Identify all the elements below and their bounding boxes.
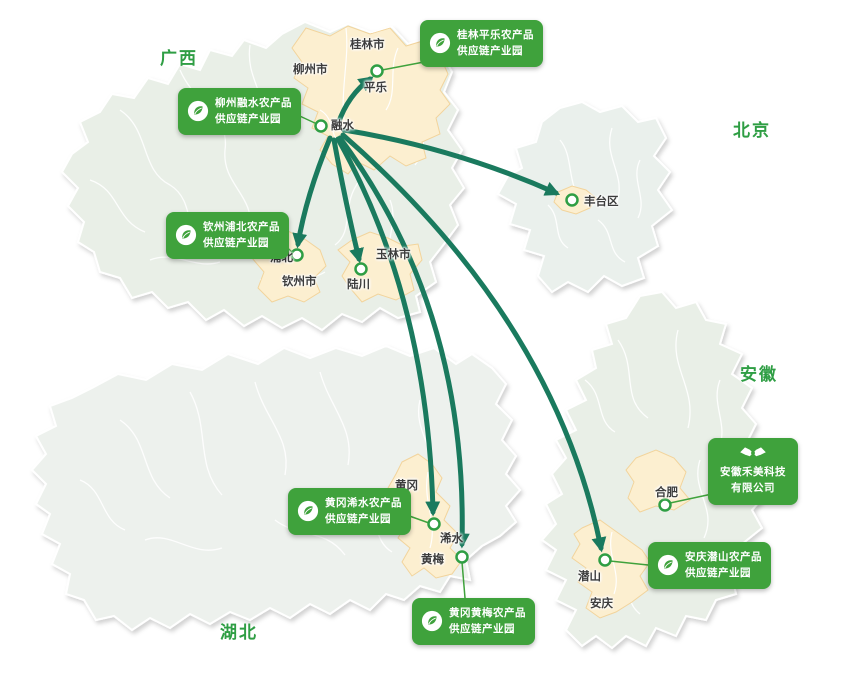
- hubei-province-shape: [30, 344, 522, 632]
- sprout-leaf-icon: [421, 610, 443, 632]
- marker-pingle: [370, 64, 384, 78]
- park-badge-anqing-qianshan: 安庆潜山农产品 供应链产业园: [648, 542, 771, 589]
- park-name-line1: 黄冈浠水农产品: [325, 497, 402, 509]
- park-name-line2: 供应链产业园: [203, 237, 269, 250]
- city-label-huangmei: 黄梅: [421, 554, 444, 566]
- flow-arrows: [292, 76, 607, 553]
- park-name-line2: 供应链产业园: [449, 623, 515, 636]
- park-badge-huanggang-huangmei: 黄冈黄梅农产品 供应链产业园: [412, 598, 535, 645]
- marker-huangmei: [455, 550, 469, 564]
- park-name-line2: 供应链产业园: [215, 113, 281, 126]
- flow-arrow-to-pingle: [335, 76, 374, 127]
- park-name-line2: 供应链产业园: [457, 45, 523, 58]
- city-label-qianshan: 潜山: [578, 571, 601, 583]
- park-name-line1: 柳州融水农产品: [215, 97, 292, 109]
- anhui-highlighted-regions: [571, 449, 691, 619]
- flow-arrow-to-pubei: [292, 135, 333, 249]
- qianshan-anqing-highlight: [571, 519, 651, 619]
- city-label-qinzhou: 钦州市: [282, 276, 317, 288]
- park-badge-guilin-pingle: 桂林平乐农产品 供应链产业园: [420, 20, 543, 67]
- province-label-anhui: 安徽: [740, 365, 778, 384]
- flow-arrow-to-huangmei: [337, 135, 470, 549]
- province-label-hubei: 湖北: [220, 623, 258, 642]
- city-label-yulin: 玉林市: [376, 249, 411, 261]
- province-label-beijing: 北京: [733, 121, 771, 140]
- city-label-fengtai: 丰台区: [584, 196, 619, 208]
- company-name-line2: 有限公司: [731, 482, 775, 495]
- beijing-district-borders: [547, 127, 642, 263]
- marker-xishui: [427, 517, 441, 531]
- park-name-line2: 供应链产业园: [685, 567, 751, 580]
- sprout-leaf-icon: [187, 100, 209, 122]
- park-badge-huanggang-xishui: 黄冈浠水农产品 供应链产业园: [288, 488, 411, 535]
- hefei-highlight: [625, 449, 691, 513]
- park-name-line1: 安庆潜山农产品: [685, 551, 762, 563]
- marker-fengtai: [565, 193, 579, 207]
- city-label-pingle: 平乐: [364, 82, 387, 94]
- flow-arrow-to-fengtai: [341, 127, 561, 196]
- company-name-line1: 安徽禾美科技: [720, 466, 786, 478]
- marker-pubei: [290, 248, 304, 262]
- park-name-line2: 供应链产业园: [325, 513, 391, 526]
- park-name-line1: 钦州浦北农产品: [203, 221, 280, 233]
- park-name-line1: 桂林平乐农产品: [457, 29, 534, 41]
- city-label-anqing: 安庆: [590, 598, 613, 610]
- flow-arrow-to-qianshan: [340, 132, 607, 553]
- sprout-leaf-icon: [297, 500, 319, 522]
- company-badge-anhui-hemei: 安徽禾美科技 有限公司: [708, 438, 798, 505]
- province-label-guangxi: 广西: [160, 49, 198, 68]
- flow-arrow-to-luchuan: [331, 137, 364, 264]
- sprout-leaf-icon: [175, 224, 197, 246]
- city-label-xishui: 浠水: [440, 533, 463, 545]
- marker-luchuan: [354, 262, 368, 276]
- sprout-leaf-icon: [657, 554, 679, 576]
- city-label-hefei: 合肥: [655, 487, 678, 499]
- city-label-luchuan: 陆川: [347, 279, 370, 291]
- city-markers: [290, 64, 672, 567]
- city-label-liuzhou: 柳州市: [293, 64, 328, 76]
- city-label-rongshui: 融水: [331, 120, 354, 132]
- park-badge-liuzhou-rongshui: 柳州融水农产品 供应链产业园: [178, 88, 301, 135]
- park-name-line1: 黄冈黄梅农产品: [449, 607, 526, 619]
- park-badge-qinzhou-pubei: 钦州浦北农产品 供应链产业园: [166, 212, 289, 259]
- marker-qianshan: [598, 553, 612, 567]
- marker-hefei: [658, 498, 672, 512]
- flow-arrow-to-xishui: [335, 136, 441, 517]
- marker-rongshui: [314, 119, 328, 133]
- city-label-guilin: 桂林市: [350, 39, 385, 51]
- handshake-icon: [738, 445, 768, 461]
- sprout-leaf-icon: [429, 32, 451, 54]
